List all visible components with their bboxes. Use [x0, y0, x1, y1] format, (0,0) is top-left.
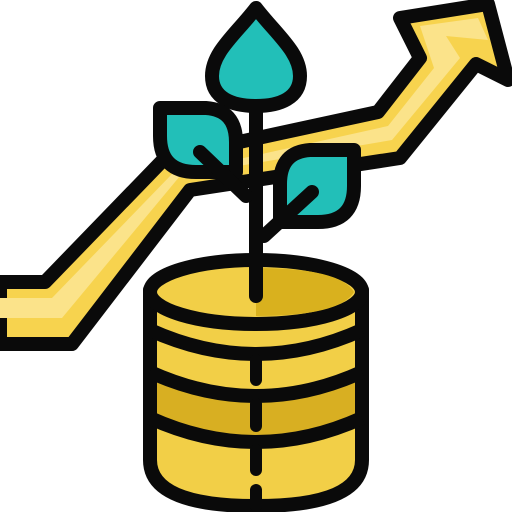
arrow-highlight — [0, 18, 488, 318]
leaf-vein — [193, 145, 253, 203]
coin-top-shade — [256, 268, 354, 316]
leaf-vein — [257, 185, 319, 243]
coin-divider — [147, 411, 365, 449]
sprout-icon — [153, 1, 361, 303]
leaf-left — [153, 101, 243, 179]
coin-divider — [147, 365, 365, 403]
leaf-top — [205, 1, 307, 113]
